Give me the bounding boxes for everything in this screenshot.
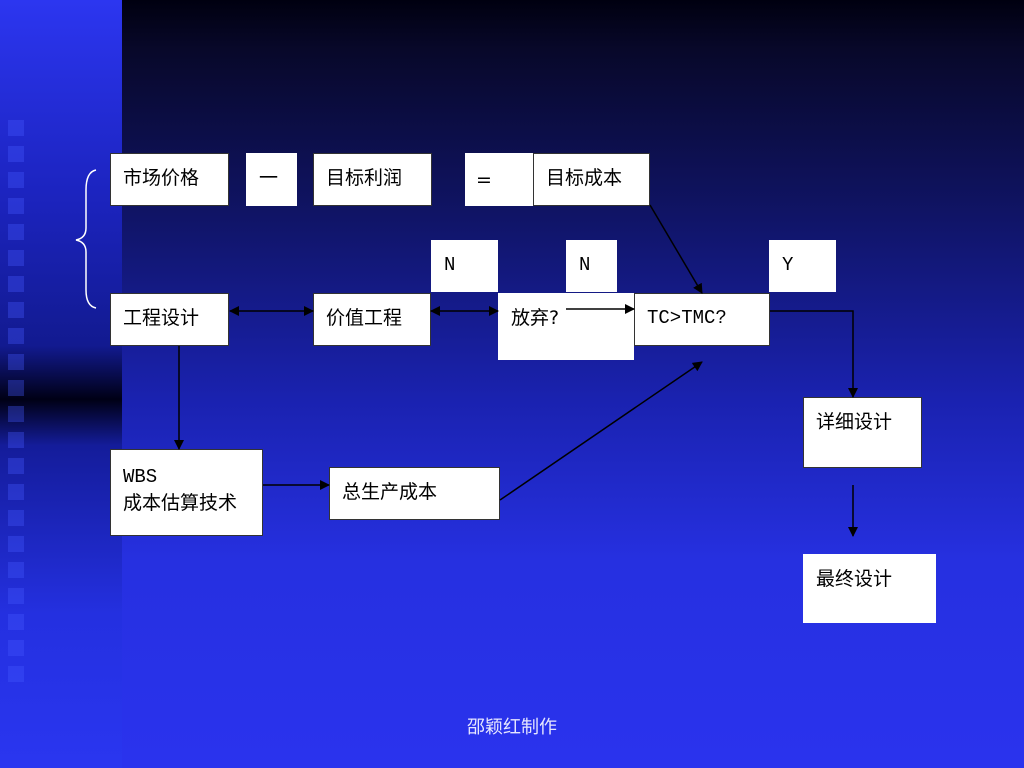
final-design-box: 最终设计 bbox=[803, 554, 936, 623]
decor-square bbox=[8, 250, 24, 266]
detailed-design-label: 详细设计 bbox=[816, 411, 893, 433]
decor-square bbox=[8, 380, 24, 396]
y-label-box: Y bbox=[769, 240, 836, 292]
engineering-design-box: 工程设计 bbox=[110, 293, 229, 346]
n-label-2: N bbox=[579, 254, 591, 276]
market-price-box: 市场价格 bbox=[110, 153, 229, 206]
target-cost-box: 目标成本 bbox=[533, 153, 650, 206]
wbs-text: WBS 成本估算技术 bbox=[123, 464, 237, 516]
decor-square bbox=[8, 146, 24, 162]
decor-square bbox=[8, 640, 24, 656]
decor-square bbox=[8, 406, 24, 422]
total-production-cost-label: 总生产成本 bbox=[342, 481, 438, 503]
n-label-box-1: N bbox=[431, 240, 498, 292]
n-label-box-2: N bbox=[566, 240, 617, 292]
target-profit-box: 目标利润 bbox=[313, 153, 432, 206]
value-engineering-box: 价值工程 bbox=[313, 293, 431, 346]
cost-estimation-label: 成本估算技术 bbox=[123, 491, 238, 514]
minus-box: 一 bbox=[246, 153, 297, 206]
abandon-decision-box: 放弃? bbox=[498, 293, 634, 360]
target-profit-label: 目标利润 bbox=[326, 167, 403, 189]
minus-label: 一 bbox=[259, 167, 279, 189]
decor-square bbox=[8, 510, 24, 526]
market-price-label: 市场价格 bbox=[123, 167, 200, 189]
y-label: Y bbox=[782, 254, 794, 276]
abandon-label: 放弃? bbox=[511, 307, 560, 329]
decor-square bbox=[8, 484, 24, 500]
tc-tmc-decision-box: TC>TMC? bbox=[634, 293, 770, 346]
decor-square bbox=[8, 536, 24, 552]
decor-square bbox=[8, 224, 24, 240]
decor-square bbox=[8, 614, 24, 630]
n-label-1: N bbox=[444, 254, 456, 276]
total-production-cost-box: 总生产成本 bbox=[329, 467, 500, 520]
final-design-label: 最终设计 bbox=[816, 568, 893, 590]
wbs-box: WBS 成本估算技术 bbox=[110, 449, 263, 536]
tc-tmc-label: TC>TMC? bbox=[647, 307, 727, 329]
decor-square bbox=[8, 432, 24, 448]
engineering-design-label: 工程设计 bbox=[123, 307, 200, 329]
arrow-target-cost-to-tc-tmc bbox=[649, 204, 703, 294]
decor-square bbox=[8, 172, 24, 188]
decor-square bbox=[8, 120, 24, 136]
decor-square bbox=[8, 302, 24, 318]
decor-square bbox=[8, 198, 24, 214]
value-engineering-label: 价值工程 bbox=[326, 307, 403, 329]
decor-square bbox=[8, 354, 24, 370]
target-cost-label: 目标成本 bbox=[546, 167, 623, 189]
decor-square bbox=[8, 588, 24, 604]
detailed-design-box: 详细设计 bbox=[803, 397, 922, 468]
decor-square bbox=[8, 666, 24, 682]
arrow-total-cost-to-tc-tmc bbox=[499, 361, 703, 501]
wbs-label: WBS bbox=[123, 466, 158, 488]
left-decorative-bar bbox=[0, 0, 122, 768]
decor-square bbox=[8, 276, 24, 292]
arrow-tc-tmc-to-detailed-design bbox=[770, 310, 858, 398]
decor-square bbox=[8, 562, 24, 578]
equals-label: = bbox=[476, 169, 492, 191]
footer-credit: 邵颖红制作 bbox=[467, 717, 557, 738]
decor-square bbox=[8, 328, 24, 344]
decor-square bbox=[8, 458, 24, 474]
equals-box: = bbox=[465, 153, 533, 206]
